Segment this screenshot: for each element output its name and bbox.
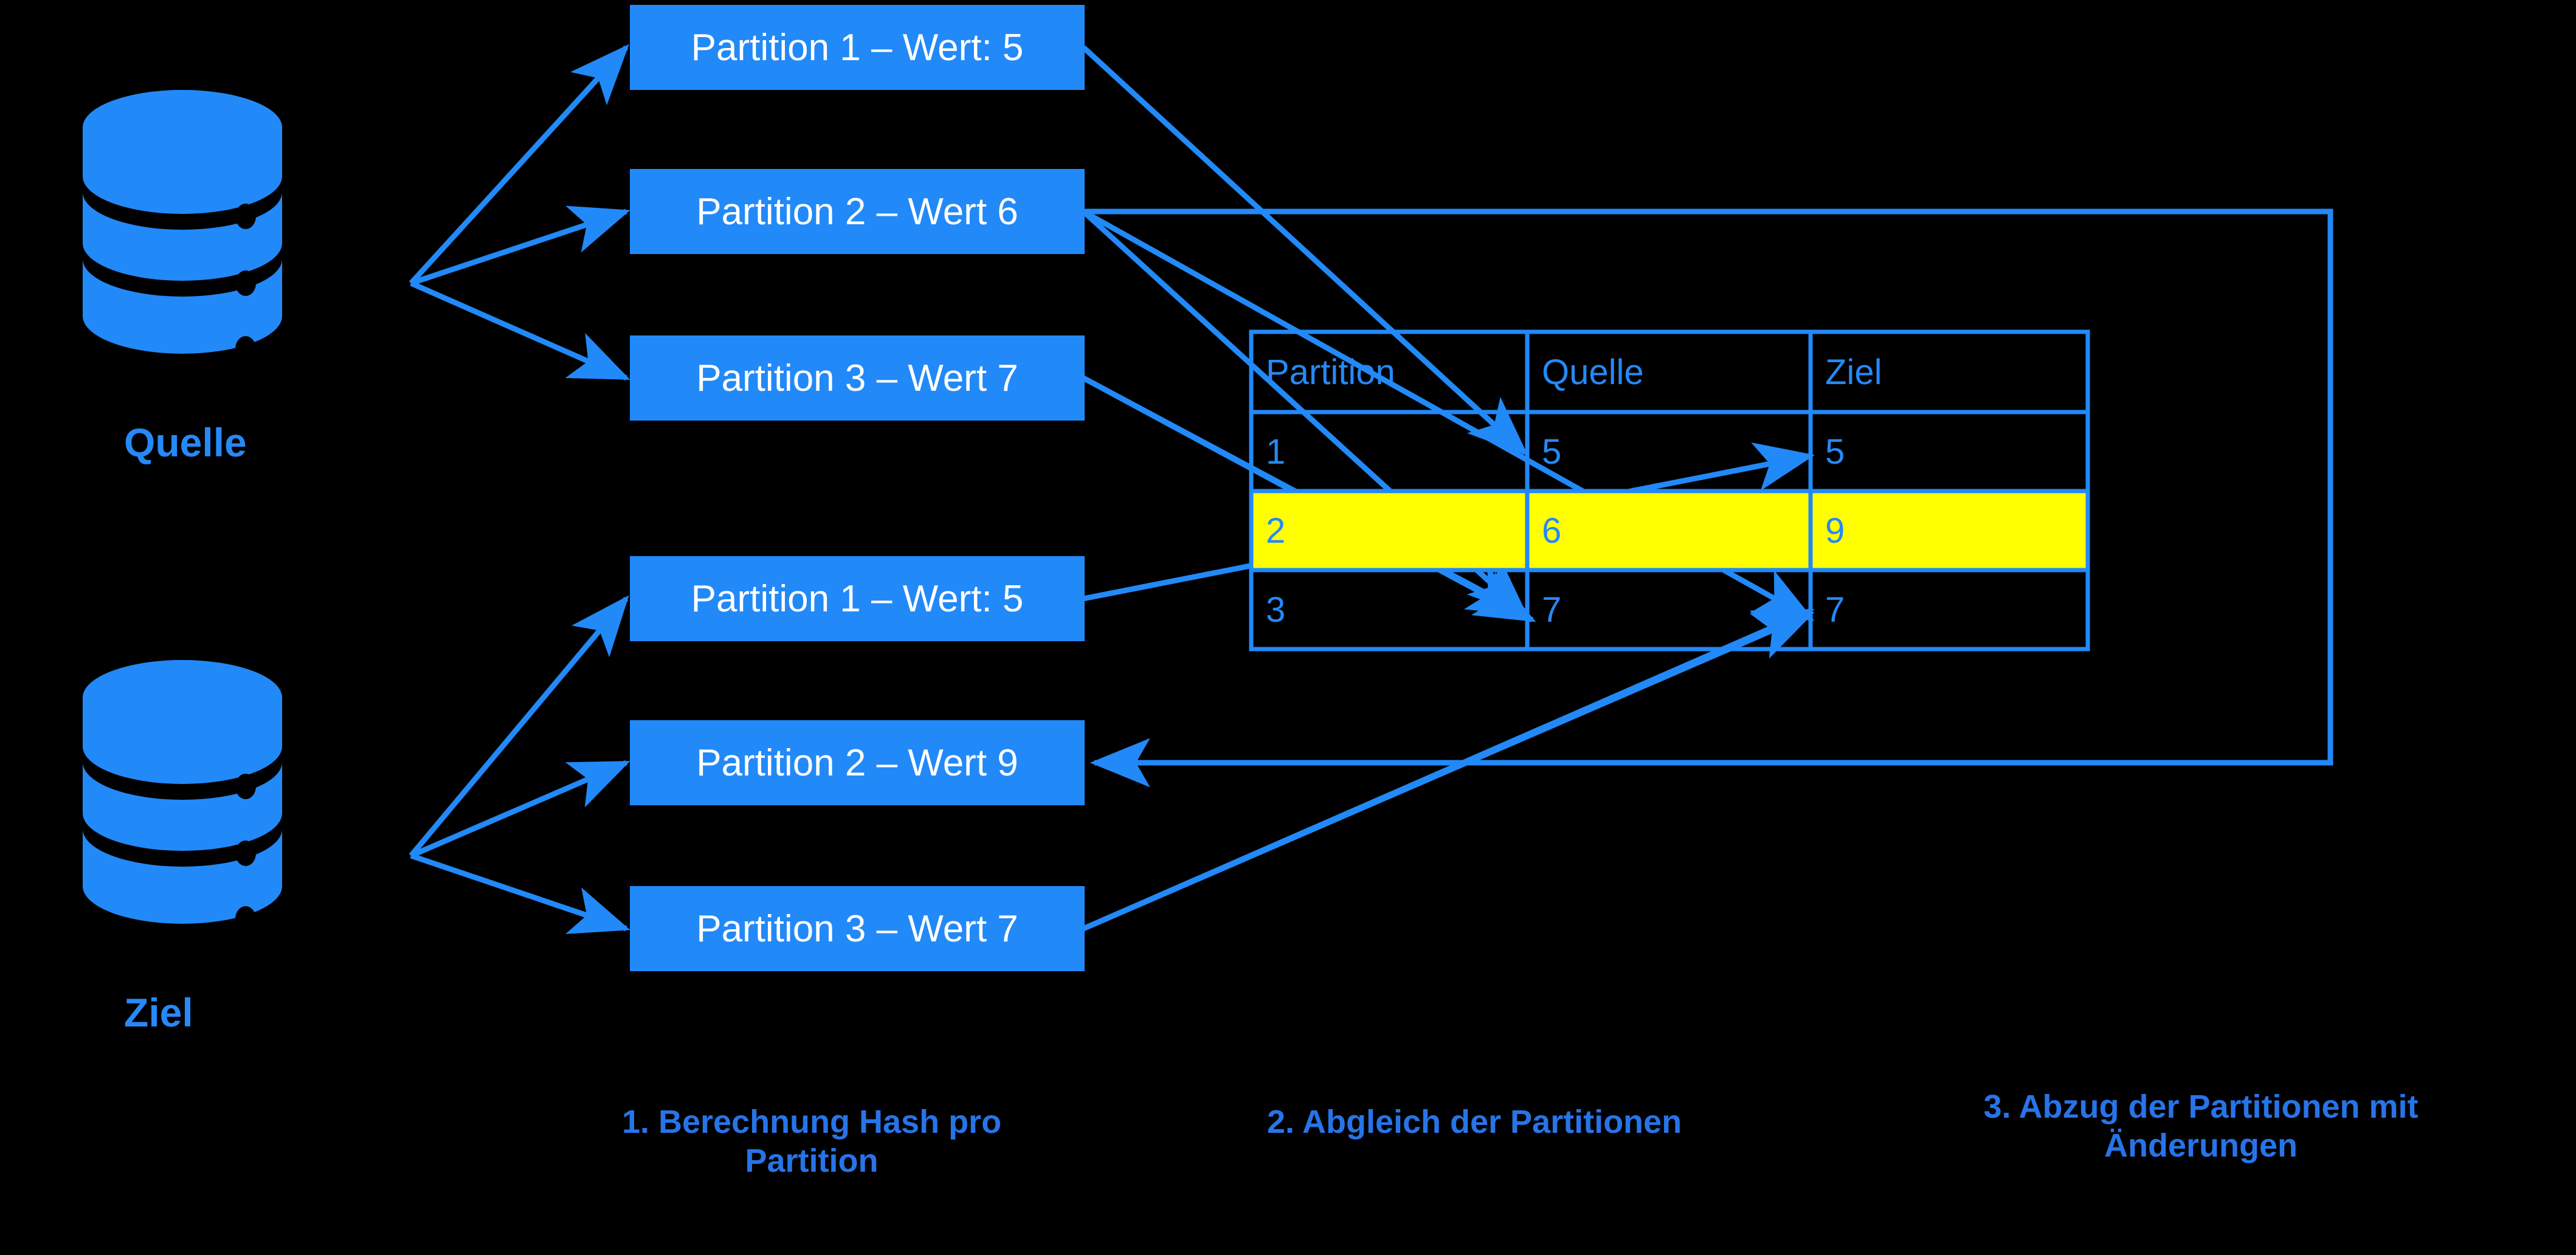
source-fanout-arrows xyxy=(409,44,630,381)
step-label-3-line2: Änderungen xyxy=(2104,1127,2298,1164)
target-partition-box-2[interactable]: Partition 2 – Wert 9 xyxy=(630,720,1085,805)
target-partition-box-3[interactable]: Partition 3 – Wert 7 xyxy=(630,886,1085,971)
step-label-1-line2: Partition xyxy=(745,1142,879,1179)
database-icon xyxy=(83,90,282,362)
target-partition-box-1[interactable]: Partition 1 – Wert: 5 xyxy=(630,556,1085,641)
source-database-label: Quelle xyxy=(124,420,247,465)
table-row-2-highlight xyxy=(1251,491,2088,570)
table-row: 7 xyxy=(1825,590,1845,630)
source-partition-box-1[interactable]: Partition 1 – Wert: 5 xyxy=(630,5,1085,90)
database-icon xyxy=(83,660,282,932)
table-header-partition: Partition xyxy=(1266,352,1395,392)
target-database-label: Ziel xyxy=(124,990,193,1035)
changed-partition-feedback-bracket xyxy=(1083,208,2333,788)
step-label-3: 3. Abzug der Partitionen mit Änderungen xyxy=(1879,1088,2523,1165)
table-row: 2 xyxy=(1266,511,1286,551)
target-fanout-arrows xyxy=(409,595,630,934)
step-label-2-line1: 2. Abgleich der Partitionen xyxy=(1266,1104,1682,1140)
source-partition-box-3[interactable]: Partition 3 – Wert 7 xyxy=(630,335,1085,421)
table-row: 3 xyxy=(1266,590,1286,630)
table-row: 1 xyxy=(1266,432,1286,472)
table-row: 9 xyxy=(1825,511,1845,551)
table-row: 6 xyxy=(1542,511,1562,551)
step-label-2: 2. Abgleich der Partitionen xyxy=(1170,1103,1778,1142)
step-label-1: 1. Berechnung Hash pro Partition xyxy=(532,1103,1091,1180)
step-label-3-line1: 3. Abzug der Partitionen mit xyxy=(1983,1088,2419,1125)
table-row: 5 xyxy=(1825,432,1845,472)
source-partition-box-2[interactable]: Partition 2 – Wert 6 xyxy=(630,169,1085,254)
table-header-ziel: Ziel xyxy=(1825,352,1882,392)
table-header-quelle: Quelle xyxy=(1542,352,1644,392)
table-row: 5 xyxy=(1542,432,1562,472)
table-row: 7 xyxy=(1542,590,1562,630)
step-label-1-line1: 1. Berechnung Hash pro xyxy=(621,1104,1002,1140)
